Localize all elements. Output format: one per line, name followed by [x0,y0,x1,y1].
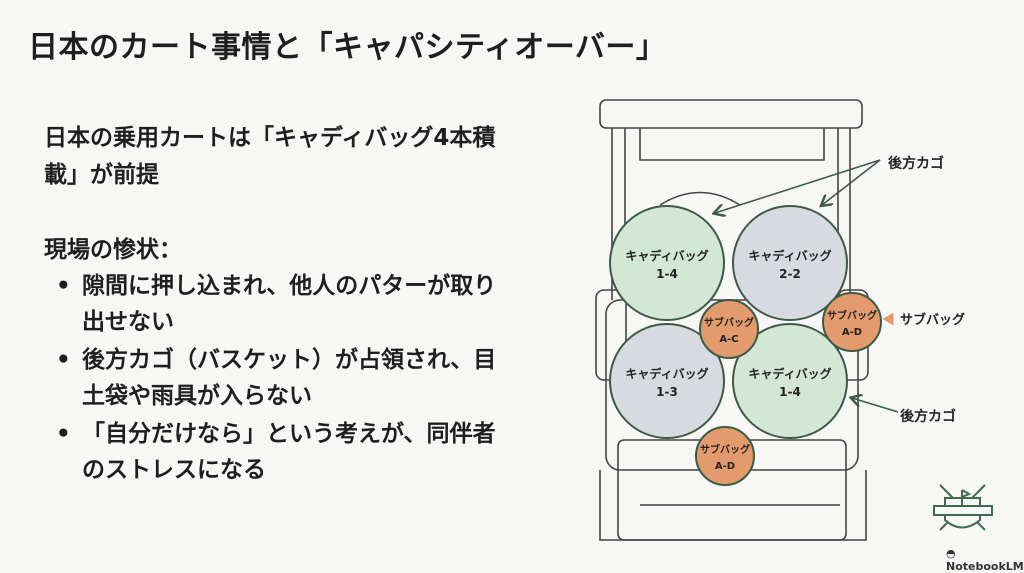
caddie-bag-label: キャディバッグ [625,366,708,381]
sub-bag-circle [699,299,759,359]
caddie-bag-label: キャディバッグ [748,366,831,381]
brand-label: NotebookLM [946,560,1024,573]
bullet-item: 後方カゴ（バスケット）が占領され、目土袋や雨具が入らない [56,342,506,414]
sub-bag: サブバッグ A-C [699,299,759,359]
callout-rear-basket-top: 後方カゴ [888,155,944,172]
caddie-bag-label: 2-2 [779,267,801,281]
sub-bag-label: A-D [715,461,735,472]
sub-bag: サブバッグ A-D [822,292,882,352]
bullet-item: 「自分だけなら」という考えが、同伴者のストレスになる [56,416,506,488]
bullet-list: 隙間に押し込まれ、他人のパターが取り出せない 後方カゴ（バスケット）が占領され、… [56,268,506,490]
caddie-bag-label: 1-3 [656,385,678,399]
caddie-bag: キャディバッグ 1-4 [609,205,725,321]
bullet-item: 隙間に押し込まれ、他人のパターが取り出せない [56,268,506,340]
caddie-bag-circle [732,323,848,439]
callout-rear-basket-bottom: 後方カゴ [900,408,956,425]
sub-bag-label: A-C [719,334,738,345]
sub-bag-circle [695,426,755,486]
subheading: 現場の惨状： [44,237,182,263]
lead-text: 日本の乗用カートは「キャディバッグ4本積載」が前提 [44,125,496,188]
caddie-bag: キャディバッグ 1-3 [609,323,725,439]
caddie-bag-label: キャディバッグ [748,248,831,263]
slide-title: 日本のカート事情と「キャパシティオーバー」 [28,30,667,65]
sub-bag-label: サブバッグ [704,316,754,329]
caddie-bag-label: 1-4 [779,385,801,399]
sub-bag-label: サブバッグ [700,443,750,456]
caddie-bag-circle [609,205,725,321]
notebooklm-brand: ◓ NotebookLM [946,547,1024,573]
caddie-bag: キャディバッグ 2-2 [732,205,848,321]
callout-arrows [715,159,899,413]
caddie-bag-label: 1-4 [656,267,678,281]
caddie-bag-circle [609,323,725,439]
sub-bag: サブバッグ A-D [695,426,755,486]
sub-bag-label: サブバッグ [827,309,877,322]
caddie-bag: キャディバッグ 1-4 [732,323,848,439]
sub-bag-label: A-D [842,327,862,338]
callout-sub-bag: サブバッグ [900,312,965,328]
caddie-bag-label: キャディバッグ [625,248,708,263]
caddie-bag-circle [732,205,848,321]
sub-bag-circle [822,292,882,352]
